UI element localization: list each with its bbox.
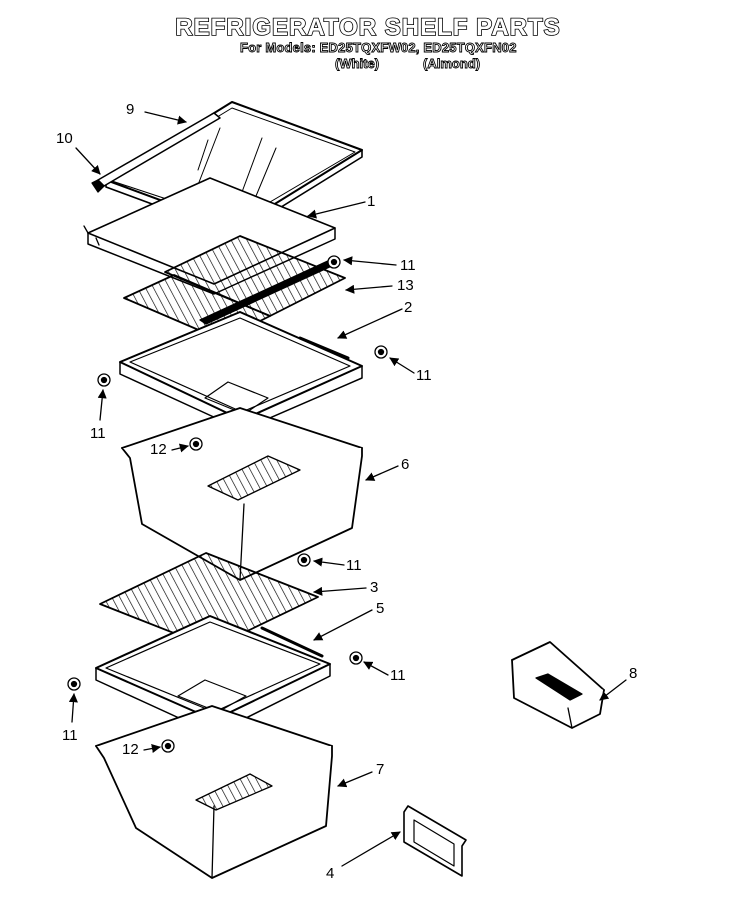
callout-12: 12 [150, 441, 167, 458]
callout-13: 13 [397, 277, 414, 294]
grille-shelf-part-13 [123, 235, 346, 341]
door-bin-part-8 [511, 641, 605, 729]
shelf-trim-part-10 [91, 112, 221, 193]
callout-11: 11 [416, 367, 432, 384]
support-screws-part-11 [67, 255, 388, 691]
callout-5: 5 [376, 600, 385, 617]
callout-6: 6 [401, 456, 410, 473]
color-white-note: (White) [335, 56, 380, 72]
screws-part-12 [161, 437, 203, 753]
callout-12: 12 [122, 741, 139, 758]
crisper-drawer-part-7 [95, 705, 333, 879]
callout-11: 11 [346, 557, 362, 574]
callout-11: 11 [400, 257, 416, 274]
leader-lines [68, 111, 627, 867]
callout-3: 3 [370, 579, 379, 596]
callout-4: 4 [326, 865, 335, 882]
color-almond-note: (Almond) [423, 56, 481, 72]
callout-11: 11 [90, 425, 106, 442]
callout-9: 9 [126, 101, 135, 118]
callout-11: 11 [390, 667, 406, 684]
callout-11: 11 [62, 727, 78, 744]
callout-2: 2 [404, 299, 413, 316]
models-line: For Models: ED25TQXFW02, ED25TQXFN02 [240, 40, 517, 56]
crisper-drawer-part-6 [121, 407, 363, 581]
page-title: REFRIGERATOR SHELF PARTS [175, 13, 561, 42]
callout-7: 7 [376, 761, 385, 778]
callout-1: 1 [367, 193, 376, 210]
callout-10: 10 [56, 130, 73, 147]
callout-8: 8 [629, 665, 638, 682]
bracket-part-4 [403, 805, 467, 877]
